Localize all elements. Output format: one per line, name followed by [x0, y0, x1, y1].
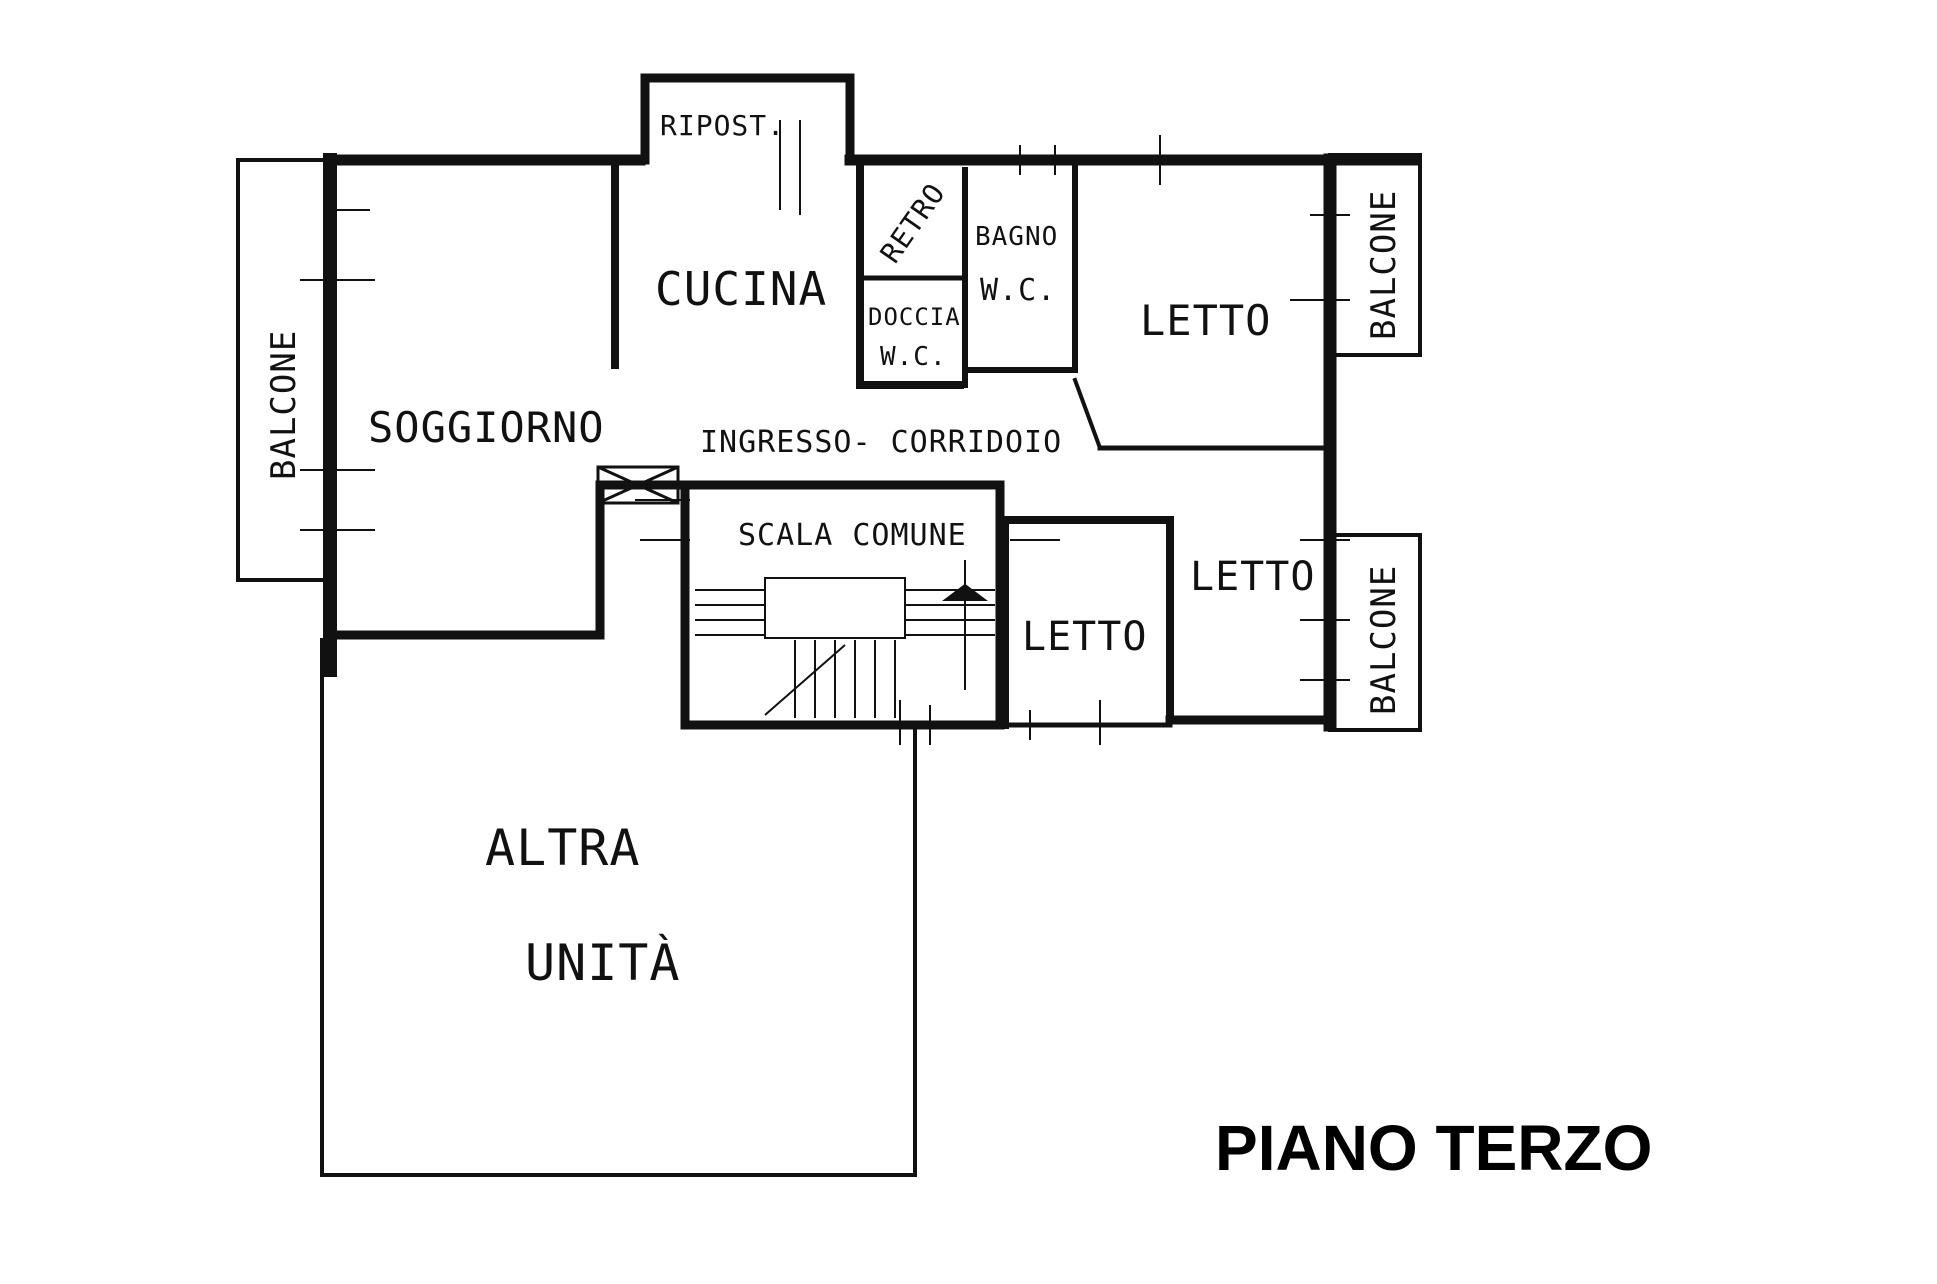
room-labels: RIPOST. CUCINA RETRO BAGNO W.C. DOCCIA W…	[264, 109, 1404, 992]
outline-balcone-se	[1328, 533, 1422, 732]
label-balcone-se: BALCONE	[1364, 565, 1404, 715]
wall-corridor-door	[1072, 377, 1103, 451]
wall-ripostiglio	[640, 73, 855, 165]
stairs	[695, 560, 995, 718]
label-retro: RETRO	[874, 177, 952, 269]
stair-direction	[764, 644, 846, 716]
label-letto-s: LETTO	[1022, 614, 1147, 660]
shaft-box	[596, 465, 680, 505]
label-letto-ne: LETTO	[1140, 296, 1271, 345]
wall-soggiorno-south	[325, 480, 695, 640]
wall-scala	[680, 480, 1005, 730]
label-balcone-w: BALCONE	[264, 330, 304, 480]
wall-bagno-letto	[962, 157, 1078, 373]
label-bagno-line2: W.C.	[980, 273, 1056, 308]
plan-title: PIANO TERZO	[1215, 1112, 1652, 1184]
label-bagno-line1: BAGNO	[975, 222, 1058, 252]
outline-balcone-w	[236, 158, 332, 582]
label-altra-line2: UNITÀ	[525, 933, 681, 992]
window-marks	[300, 120, 1350, 745]
label-cucina: CUCINA	[655, 262, 827, 316]
label-soggiorno: SOGGIORNO	[368, 403, 605, 452]
label-balcone-ne: BALCONE	[1364, 190, 1404, 340]
outline-balcone-ne	[1328, 153, 1422, 357]
wall-retro-doccia	[856, 156, 964, 389]
wall-letto-s	[1001, 516, 1174, 724]
shaft-cross	[597, 465, 679, 505]
label-doccia-line1: DOCCIA	[868, 303, 961, 331]
crossed-shaft	[596, 465, 680, 505]
label-altra-line1: ALTRA	[485, 819, 641, 877]
label-doccia-line2: W.C.	[880, 342, 947, 372]
label-scala: SCALA COMUNE	[738, 518, 967, 553]
label-letto-e: LETTO	[1190, 554, 1315, 600]
label-ingresso: INGRESSO- CORRIDOIO	[700, 425, 1062, 460]
wall-altra-unita	[320, 638, 917, 1177]
stair-arrow	[942, 583, 988, 601]
stair-core	[764, 577, 906, 639]
walls	[236, 73, 1422, 1177]
label-ripostiglio: RIPOST.	[660, 109, 785, 142]
